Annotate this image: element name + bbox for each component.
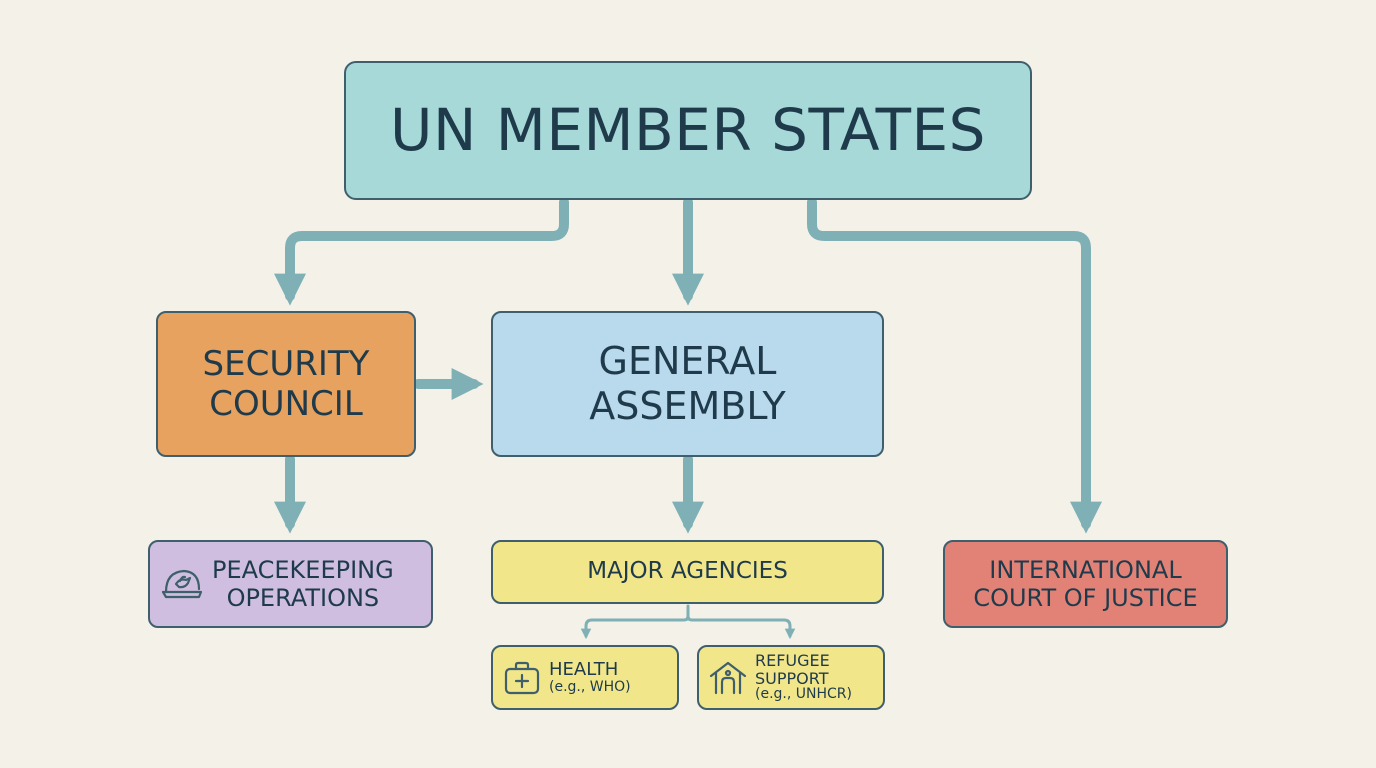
node-label-line-1: SECURITY xyxy=(202,343,370,384)
node-text: PEACEKEEPING OPERATIONS xyxy=(212,556,394,613)
edge-major-agencies-to-refugee xyxy=(686,614,796,640)
edge-un-to-security-council xyxy=(273,197,569,306)
node-label-line-1: PEACEKEEPING xyxy=(212,555,394,584)
medical-kit-icon xyxy=(503,660,541,696)
node-label-line-2: SUPPORT xyxy=(755,668,829,688)
node-major-agencies: MAJOR AGENCIES xyxy=(491,540,884,604)
node-label-line-1: REFUGEE xyxy=(755,651,830,671)
node-label-line-1: GENERAL xyxy=(598,339,777,384)
node-international-court-of-justice: INTERNATIONAL COURT OF JUSTICE xyxy=(943,540,1228,628)
node-peacekeeping-operations: PEACEKEEPING OPERATIONS xyxy=(148,540,433,628)
node-security-council: SECURITY COUNCIL xyxy=(156,311,416,457)
node-example: (e.g., WHO) xyxy=(549,678,631,695)
node-text: REFUGEE SUPPORT (e.g., UNHCR) xyxy=(755,652,852,703)
node-example: (e.g., UNHCR) xyxy=(755,686,852,703)
node-label: HEALTH xyxy=(549,658,619,680)
shelter-house-icon xyxy=(709,660,747,696)
node-label: MAJOR AGENCIES xyxy=(587,558,788,585)
node-refugee-support: REFUGEE SUPPORT (e.g., UNHCR) xyxy=(697,645,885,710)
node-label-line-2: COURT OF JUSTICE xyxy=(973,584,1198,612)
edge-major-agencies-to-health xyxy=(580,604,690,640)
node-label-line-1: INTERNATIONAL xyxy=(989,555,1182,584)
node-health: HEALTH (e.g., WHO) xyxy=(491,645,679,710)
node-label-line-2: OPERATIONS xyxy=(226,584,380,612)
node-text: HEALTH (e.g., WHO) xyxy=(549,660,631,695)
node-label-line-2: COUNCIL xyxy=(209,384,363,424)
node-general-assembly: GENERAL ASSEMBLY xyxy=(491,311,884,457)
node-label-line-2: ASSEMBLY xyxy=(589,384,786,428)
node-un-member-states: UN MEMBER STATES xyxy=(344,61,1032,200)
node-label: UN MEMBER STATES xyxy=(390,96,986,165)
peacekeeper-helmet-dove-icon xyxy=(160,564,204,604)
